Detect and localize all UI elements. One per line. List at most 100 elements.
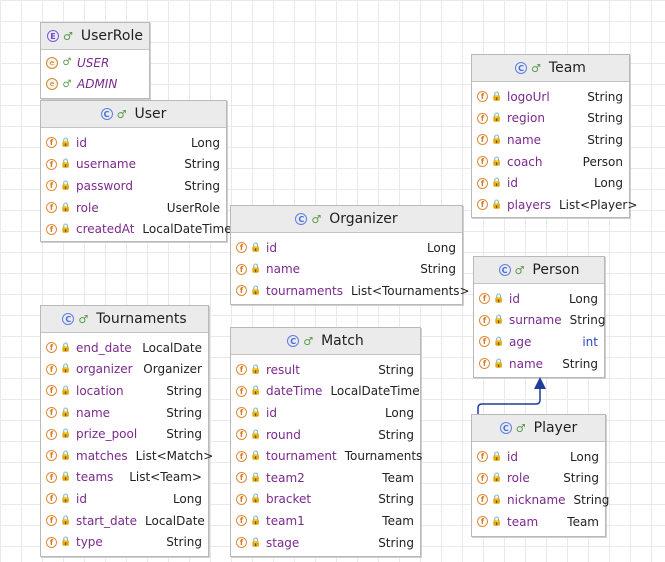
class-header[interactable]: E ♂ UserRole — [41, 23, 149, 50]
field-name: nickname — [507, 492, 566, 507]
lock-icon: 🔒 — [250, 264, 262, 275]
lock-icon: 🔒 — [491, 199, 503, 210]
public-leaf-icon: ♂ — [531, 61, 541, 75]
field-icon: f — [477, 472, 488, 484]
field-icon: f — [46, 536, 57, 548]
field-name: createdAt — [76, 222, 135, 237]
class-header[interactable]: C ♂ User — [41, 101, 226, 128]
field-name: matches — [76, 448, 128, 463]
class-header[interactable]: C ♂ Team — [472, 55, 629, 82]
field-type: LocalDate — [142, 340, 202, 355]
class-header[interactable]: C ♂ Organizer — [231, 206, 462, 233]
field-name: stage — [266, 535, 300, 550]
field-icon: f — [236, 385, 247, 397]
lock-icon: 🔒 — [250, 494, 262, 505]
class-box-userrole[interactable]: E ♂ UserRole e ♂ USER e ♂ ADMIN — [40, 22, 150, 99]
class-header[interactable]: C ♂ Tournaments — [41, 306, 208, 333]
field-name: prize_pool — [76, 427, 138, 442]
lock-icon: 🔒 — [250, 429, 262, 440]
field-icon: f — [46, 180, 57, 192]
field-name: team — [507, 514, 539, 529]
field-icon: f — [479, 293, 490, 305]
field-name: id — [266, 405, 277, 420]
field-type: Team — [382, 470, 414, 485]
field-icon: f — [236, 472, 247, 484]
field-name: bracket — [266, 492, 312, 507]
field-icon: f — [236, 285, 247, 297]
field-type: Long — [593, 176, 623, 191]
field-type: String — [166, 535, 202, 550]
field-type: String — [587, 89, 623, 104]
field-name: name — [507, 132, 542, 147]
field-type: LocalDate — [145, 513, 205, 528]
field-type: String — [378, 362, 414, 377]
class-header[interactable]: C ♂ Person — [474, 257, 604, 284]
field-name: age — [509, 334, 532, 349]
field-icon: f — [46, 137, 57, 149]
field-icon: f — [46, 202, 57, 214]
field-type: String — [166, 427, 202, 442]
class-icon: C — [498, 264, 511, 276]
enum-constant-row[interactable]: e ♂ ADMIN — [41, 74, 149, 96]
field-icon: f — [479, 314, 490, 326]
lock-icon: 🔒 — [60, 364, 72, 375]
public-leaf-icon: ♂ — [78, 312, 89, 326]
field-name: type — [76, 535, 103, 550]
class-header[interactable]: C ♂ Match — [231, 328, 420, 355]
field-name: id — [266, 240, 277, 255]
lock-icon: 🔒 — [250, 515, 262, 526]
enum-icon: E — [47, 30, 60, 42]
field-type: String — [184, 157, 220, 172]
enum-constant-row[interactable]: e ♂ USER — [41, 52, 149, 74]
class-header[interactable]: C ♂ Player — [472, 415, 605, 442]
